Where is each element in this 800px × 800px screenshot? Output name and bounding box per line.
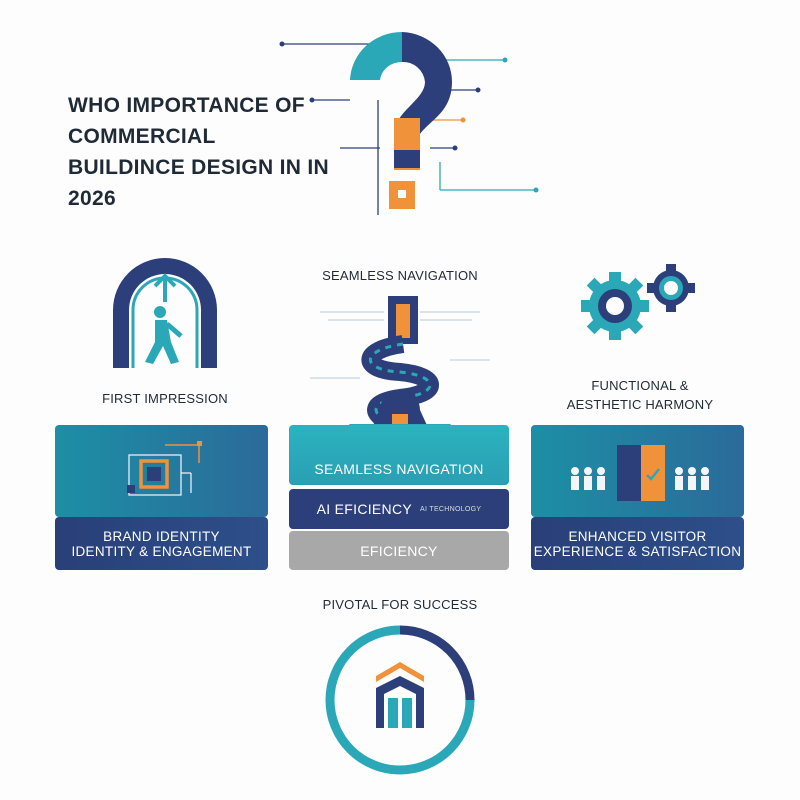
title-line-4: 2026	[68, 187, 116, 210]
brand-identity-card-bottom: BRAND IDENTITY IDENTITY & ENGAGEMENT	[55, 517, 268, 570]
functional-harmony-label: FUNCTIONAL & AESTHETIC HARMONY	[560, 376, 720, 414]
seamless-navigation-band-label: SEAMLESS NAVIGATION	[314, 461, 484, 477]
brand-identity-line-2: IDENTITY & ENGAGEMENT	[71, 543, 252, 559]
efficiency-band: EFICIENCY	[289, 531, 509, 570]
first-impression-label: FIRST IMPRESSION	[102, 391, 228, 406]
visitor-experience-line-2: EXPERIENCE & SATISFACTION	[533, 543, 742, 559]
square-frame-icon	[127, 441, 202, 496]
title-line-3: BUILDINCE DESIGN IN IN	[68, 156, 329, 179]
seamless-navigation-band: SEAMLESS NAVIGATION	[289, 425, 509, 485]
visitor-experience-card-top	[531, 425, 744, 517]
functional-line-1: FUNCTIONAL &	[591, 378, 689, 393]
winding-path-icon	[310, 296, 490, 432]
pivotal-for-success-label: PIVOTAL FOR SUCCESS	[322, 597, 478, 612]
seamless-navigation-heading: SEAMLESS NAVIGATION	[322, 268, 478, 283]
ai-efficiency-label: AI EFICIENCY	[316, 501, 413, 517]
title-line-2: COMMERCIAL	[68, 125, 216, 148]
ai-efficiency-band: AI EFICIENCY AI TECHNOLOGY	[289, 489, 509, 529]
functional-line-2: AESTHETIC HARMONY	[566, 397, 714, 412]
gears-icon	[581, 264, 695, 340]
arch-walker-icon	[113, 258, 217, 368]
visitor-experience-card-bottom: ENHANCED VISITOR EXPERIENCE & SATISFACTI…	[531, 517, 744, 570]
visitor-experience-line-1: ENHANCED VISITOR	[568, 528, 707, 544]
page-title: WHO IMPORTANCE OF COMMERCIAL BUILDINCE D…	[68, 90, 368, 214]
ai-technology-tag: AI TECHNOLOGY	[420, 505, 482, 513]
people-door-icon	[571, 445, 709, 501]
title-line-1: WHO IMPORTANCE OF	[68, 94, 305, 117]
efficiency-label: EFICIENCY	[360, 542, 438, 559]
brand-identity-line-1: BRAND IDENTITY	[103, 528, 220, 544]
building-ring-icon	[325, 625, 475, 775]
brand-identity-card-top	[55, 425, 268, 517]
